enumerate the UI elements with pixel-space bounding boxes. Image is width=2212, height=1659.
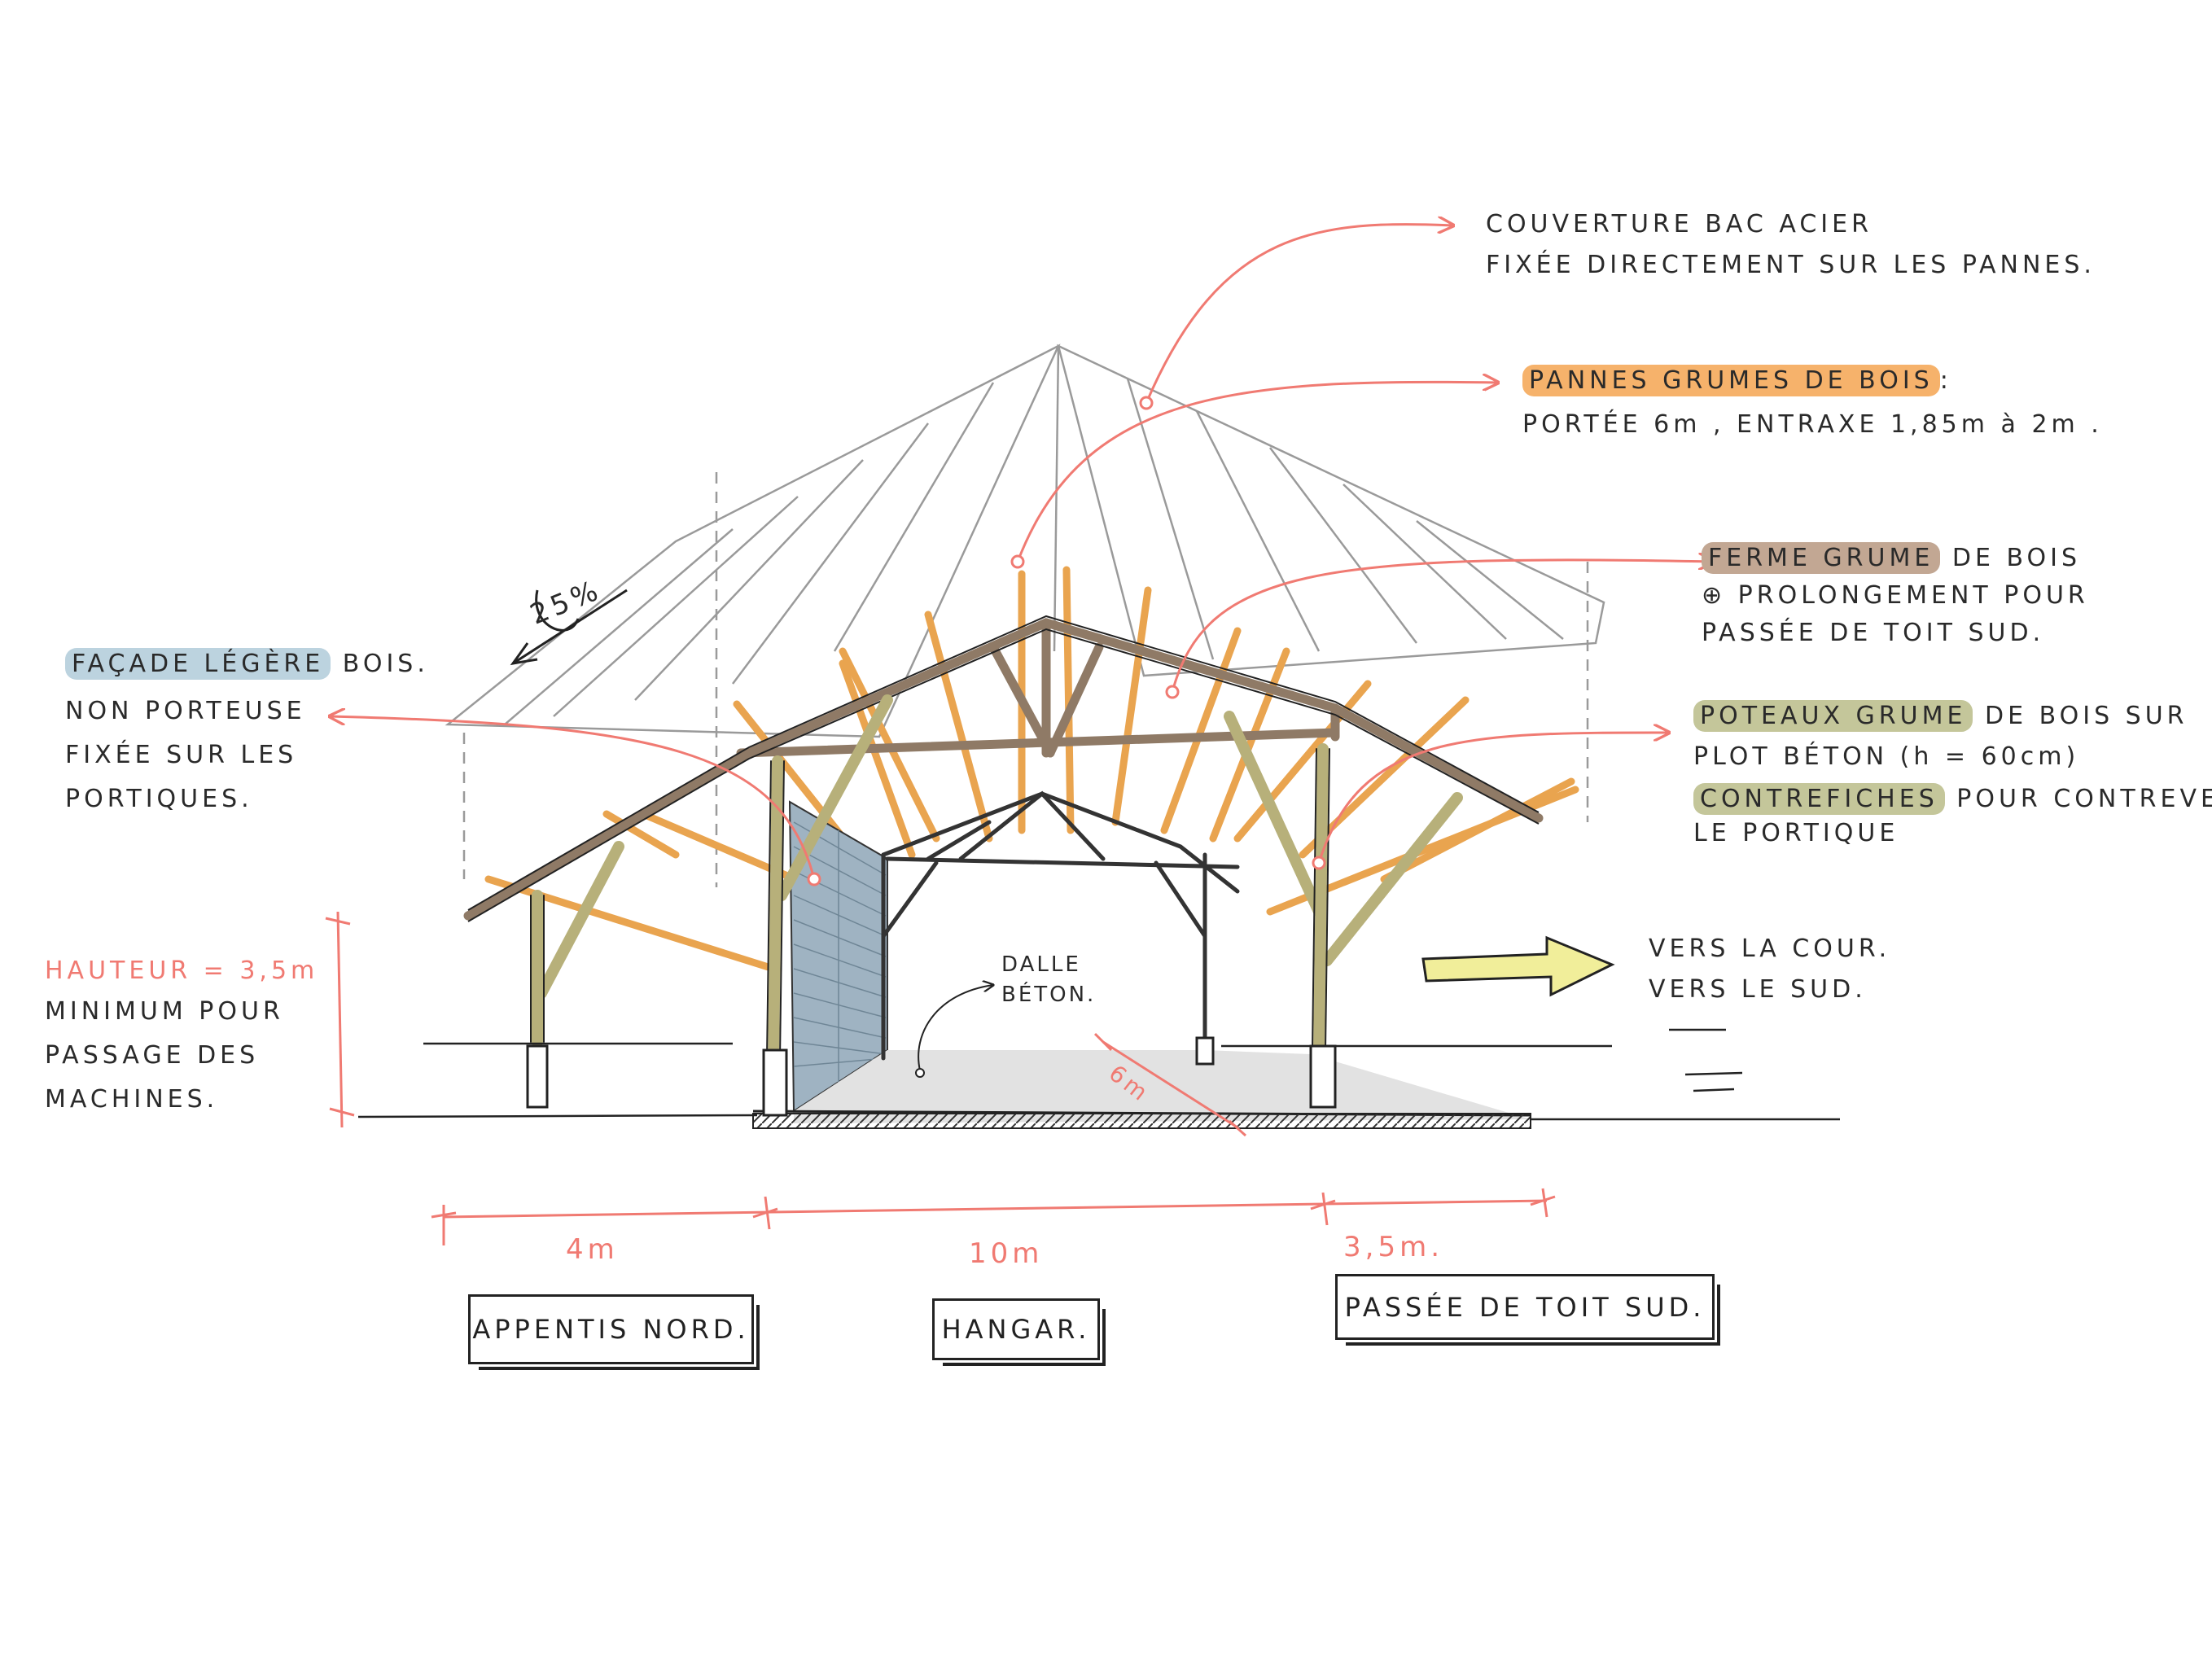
truss-label: FERME GRUME DE BOIS ⊕ PROLONGEMENT POUR … bbox=[1702, 542, 2089, 648]
slab-label: DALLE BÉTON. bbox=[1001, 952, 1096, 1008]
purlins-highlight: PANNES GRUMES DE BOIS bbox=[1522, 365, 1940, 396]
dimension-hangar: 10m bbox=[969, 1237, 1044, 1270]
truss-ink bbox=[467, 615, 1540, 922]
facade-label: FAÇADE LÉGÈRE BOIS. NON PORTEUSE FIXÉE S… bbox=[65, 648, 429, 814]
zone-label-hangar: HANGAR. bbox=[941, 1314, 1091, 1345]
facade-rest: BOIS. bbox=[331, 650, 429, 678]
roof-cover-line2: FIXÉE DIRECTEMENT SUR LES PANNES. bbox=[1486, 251, 2096, 279]
zone-label-passee: PASSÉE DE TOIT SUD. bbox=[1344, 1291, 1706, 1323]
purlins-rest: : bbox=[1939, 366, 1952, 395]
facade-line3: FIXÉE SUR LES bbox=[65, 741, 298, 769]
truss-highlight: FERME GRUME bbox=[1702, 542, 1941, 574]
direction-arrow bbox=[1421, 935, 1615, 997]
slope-arrow bbox=[510, 589, 628, 666]
height-line4: MACHINES. bbox=[45, 1085, 219, 1114]
direction-line2: VERS LE SUD. bbox=[1649, 975, 1867, 1004]
posts-highlight: POTEAUX GRUME bbox=[1693, 700, 1973, 732]
roof-cover-line1: COUVERTURE BAC ACIER bbox=[1486, 210, 1873, 239]
slab-leader bbox=[915, 985, 993, 1078]
ground-lines bbox=[357, 1028, 1840, 1121]
facade-highlight: FAÇADE LÉGÈRE bbox=[65, 648, 331, 680]
zone-box-hangar: HANGAR. bbox=[932, 1298, 1100, 1360]
dimension-passee: 3,5m. bbox=[1343, 1231, 1443, 1263]
height-dimension bbox=[325, 911, 355, 1128]
posts-line4: LE PORTIQUE bbox=[1693, 819, 1899, 847]
zone-box-passee: PASSÉE DE TOIT SUD. bbox=[1335, 1274, 1715, 1340]
purlins-line2: PORTÉE 6m , ENTRAXE 1,85m à 2m . bbox=[1522, 410, 2103, 439]
purlins-label: PANNES GRUMES DE BOIS: PORTÉE 6m , ENTRA… bbox=[1522, 365, 2103, 440]
dimension-appentis: 4m bbox=[566, 1233, 619, 1266]
slab-line2: BÉTON. bbox=[1001, 983, 1097, 1008]
posts-rest2: POUR CONTREVENTER bbox=[1956, 785, 2212, 813]
span-dimension bbox=[431, 1188, 1556, 1245]
direction-line1: VERS LA COUR. bbox=[1649, 935, 1891, 963]
depth-dimension bbox=[1093, 1032, 1247, 1137]
height-line1: HAUTEUR = 3,5m bbox=[45, 956, 319, 985]
truss-line2: ⊕ PROLONGEMENT POUR bbox=[1702, 581, 2089, 610]
direction-label: VERS LA COUR. VERS LE SUD. bbox=[1649, 935, 1890, 1005]
facade-line2: NON PORTEUSE bbox=[65, 697, 306, 725]
posts-highlight2: CONTREFICHES bbox=[1693, 783, 1945, 815]
truss-rest: DE BOIS bbox=[1940, 544, 2082, 572]
posts-rest: DE BOIS SUR bbox=[1973, 702, 2188, 730]
back-portal bbox=[881, 790, 1240, 1061]
zone-label-appentis: APPENTIS NORD. bbox=[472, 1314, 750, 1345]
concrete-slab bbox=[752, 1050, 1531, 1129]
posts-line2: PLOT BÉTON (h = 60cm) bbox=[1693, 742, 2080, 771]
roof-surface bbox=[445, 344, 1605, 887]
leader-arrows bbox=[330, 225, 1714, 886]
posts bbox=[526, 694, 1463, 1117]
slab-line1: DALLE bbox=[1001, 952, 1081, 977]
height-line2: MINIMUM POUR bbox=[45, 997, 284, 1026]
zone-box-appentis: APPENTIS NORD. bbox=[468, 1294, 754, 1364]
facade-line4: PORTIQUES. bbox=[65, 785, 253, 813]
truss-line3: PASSÉE DE TOIT SUD. bbox=[1702, 619, 2045, 647]
height-line3: PASSAGE DES bbox=[45, 1041, 260, 1070]
height-label: HAUTEUR = 3,5m MINIMUM POUR PASSAGE DES … bbox=[45, 956, 318, 1114]
posts-label: POTEAUX GRUME DE BOIS SUR PLOT BÉTON (h … bbox=[1693, 700, 2212, 848]
roof-cover-label: COUVERTURE BAC ACIER FIXÉE DIRECTEMENT S… bbox=[1486, 210, 2096, 280]
